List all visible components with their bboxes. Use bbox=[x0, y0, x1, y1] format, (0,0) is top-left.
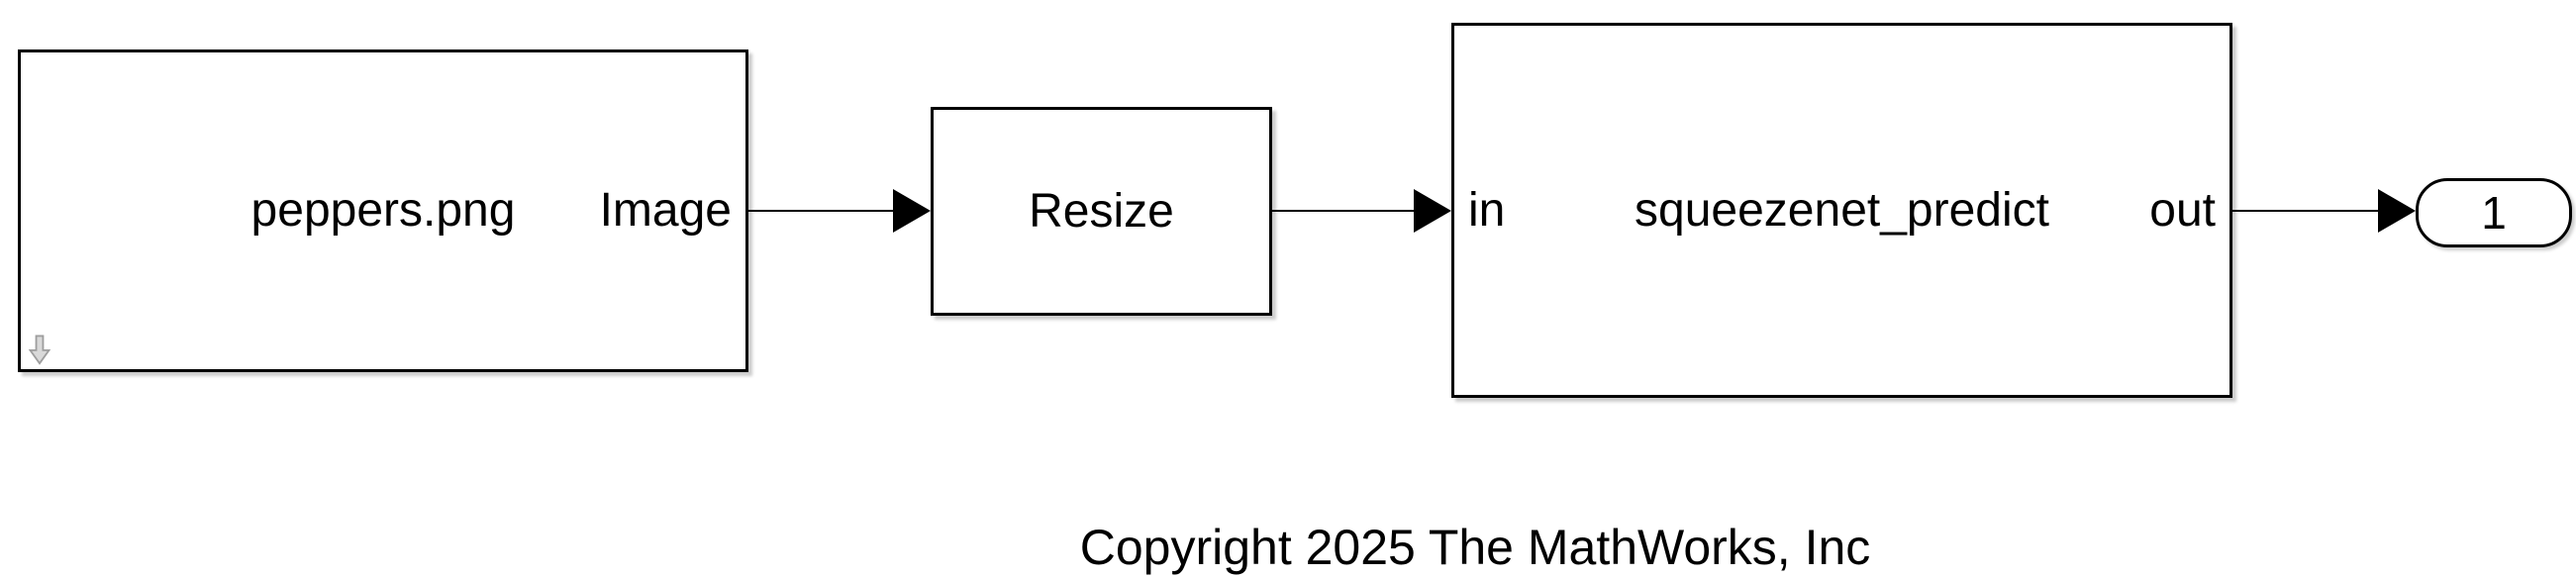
signal-line-predict-to-outport[interactable] bbox=[2232, 210, 2380, 212]
arrowhead-icon bbox=[1414, 189, 1451, 233]
output-port-label-image: Image bbox=[599, 184, 732, 237]
signal-line-resize-to-predict[interactable] bbox=[1272, 210, 1416, 212]
outport-number: 1 bbox=[2481, 187, 2507, 239]
down-arrow-icon[interactable] bbox=[28, 335, 51, 365]
arrowhead-icon bbox=[893, 189, 931, 233]
arrowhead-icon bbox=[2378, 189, 2416, 233]
block-image-from-file[interactable]: peppers.png Image bbox=[18, 49, 748, 372]
outport-block-1[interactable]: 1 bbox=[2416, 178, 2572, 247]
resize-label: Resize bbox=[1029, 184, 1174, 238]
block-resize[interactable]: Resize bbox=[931, 107, 1272, 316]
predict-block-name: squeezenet_predict bbox=[1635, 183, 2049, 237]
output-port-label-out: out bbox=[2149, 183, 2216, 237]
signal-line-image-to-resize[interactable] bbox=[748, 210, 895, 212]
image-file-label: peppers.png bbox=[250, 184, 516, 237]
copyright-annotation: Copyright 2025 The MathWorks, Inc bbox=[1079, 520, 1871, 575]
input-port-label-in: in bbox=[1468, 183, 1506, 237]
block-squeezenet-predict[interactable]: in squeezenet_predict out bbox=[1451, 23, 2232, 398]
